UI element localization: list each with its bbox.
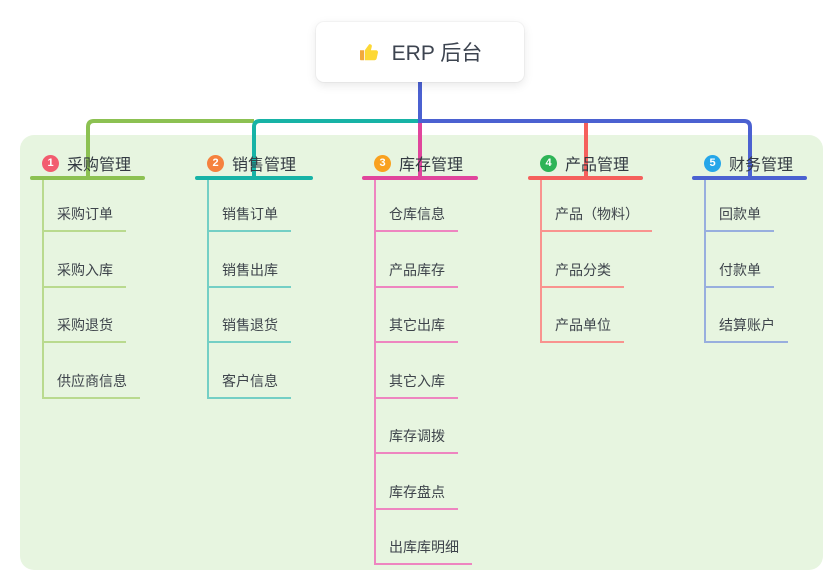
child-node[interactable]: 销售出库 — [207, 261, 291, 288]
branch-spine — [42, 180, 44, 399]
branch-spine — [374, 180, 376, 565]
child-label: 付款单 — [719, 262, 761, 278]
branch-header-4[interactable]: 4 产品管理 — [540, 152, 629, 174]
child-node[interactable]: 采购入库 — [42, 261, 126, 288]
branch-header-5[interactable]: 5 财务管理 — [704, 152, 793, 174]
child-node[interactable]: 采购退货 — [42, 316, 126, 343]
child-label: 产品（物料） — [555, 206, 639, 222]
child-node[interactable]: 销售退货 — [207, 316, 291, 343]
child-node[interactable]: 仓库信息 — [374, 205, 458, 232]
child-node[interactable]: 客户信息 — [207, 372, 291, 399]
child-label: 回款单 — [719, 206, 761, 222]
branch-underline — [362, 176, 478, 180]
branch-label: 销售管理 — [232, 157, 297, 174]
child-node[interactable]: 其它出库 — [374, 316, 458, 343]
branch-header-2[interactable]: 2 销售管理 — [207, 152, 296, 174]
branch-underline — [195, 176, 313, 180]
child-node[interactable]: 产品库存 — [374, 261, 458, 288]
child-label: 销售退货 — [222, 317, 278, 333]
branch-header-3[interactable]: 3 库存管理 — [374, 152, 463, 174]
branch-underline — [30, 176, 145, 180]
branch-label: 库存管理 — [399, 157, 464, 174]
child-node[interactable]: 付款单 — [704, 261, 774, 288]
child-label: 库存盘点 — [389, 484, 445, 500]
child-label: 出库库明细 — [389, 539, 459, 555]
thumbs-up-icon — [359, 44, 378, 61]
branch-underline — [528, 176, 643, 180]
branch-spine — [540, 180, 542, 343]
child-node[interactable]: 销售订单 — [207, 205, 291, 232]
branch-spine — [704, 180, 706, 343]
child-label: 客户信息 — [222, 373, 278, 389]
branch-label: 产品管理 — [565, 157, 630, 174]
branch-badge: 2 — [207, 154, 224, 172]
child-label: 采购订单 — [57, 206, 113, 222]
child-node[interactable]: 产品（物料） — [540, 205, 652, 232]
child-label: 产品分类 — [555, 262, 611, 278]
root-node-label: ERP 后台 — [391, 42, 483, 65]
child-node[interactable]: 产品分类 — [540, 261, 624, 288]
branch-badge: 4 — [540, 154, 557, 172]
child-node[interactable]: 出库库明细 — [374, 538, 472, 565]
branch-badge: 1 — [42, 154, 59, 172]
child-label: 采购退货 — [57, 317, 113, 333]
root-node[interactable]: ERP 后台 — [316, 22, 524, 82]
branch-badge: 3 — [374, 154, 391, 172]
child-label: 其它入库 — [389, 373, 445, 389]
child-label: 产品库存 — [389, 262, 445, 278]
branch-badge: 5 — [704, 154, 721, 172]
branch-header-1[interactable]: 1 采购管理 — [42, 152, 131, 174]
child-node[interactable]: 其它入库 — [374, 372, 458, 399]
child-node[interactable]: 采购订单 — [42, 205, 126, 232]
child-label: 库存调拨 — [389, 428, 445, 444]
child-label: 销售订单 — [222, 206, 278, 222]
child-node[interactable]: 库存盘点 — [374, 483, 458, 510]
child-label: 结算账户 — [719, 317, 775, 333]
child-node[interactable]: 回款单 — [704, 205, 774, 232]
branch-underline — [692, 176, 807, 180]
child-node[interactable]: 产品单位 — [540, 316, 624, 343]
branch-label: 采购管理 — [67, 157, 132, 174]
child-node[interactable]: 供应商信息 — [42, 372, 140, 399]
child-label: 其它出库 — [389, 317, 445, 333]
branches-panel — [20, 135, 823, 570]
child-label: 仓库信息 — [389, 206, 445, 222]
child-label: 供应商信息 — [57, 373, 127, 389]
child-node[interactable]: 结算账户 — [704, 316, 788, 343]
branch-label: 财务管理 — [729, 157, 794, 174]
branch-spine — [207, 180, 209, 399]
child-label: 产品单位 — [555, 317, 611, 333]
child-label: 销售出库 — [222, 262, 278, 278]
child-label: 采购入库 — [57, 262, 113, 278]
child-node[interactable]: 库存调拨 — [374, 427, 458, 454]
